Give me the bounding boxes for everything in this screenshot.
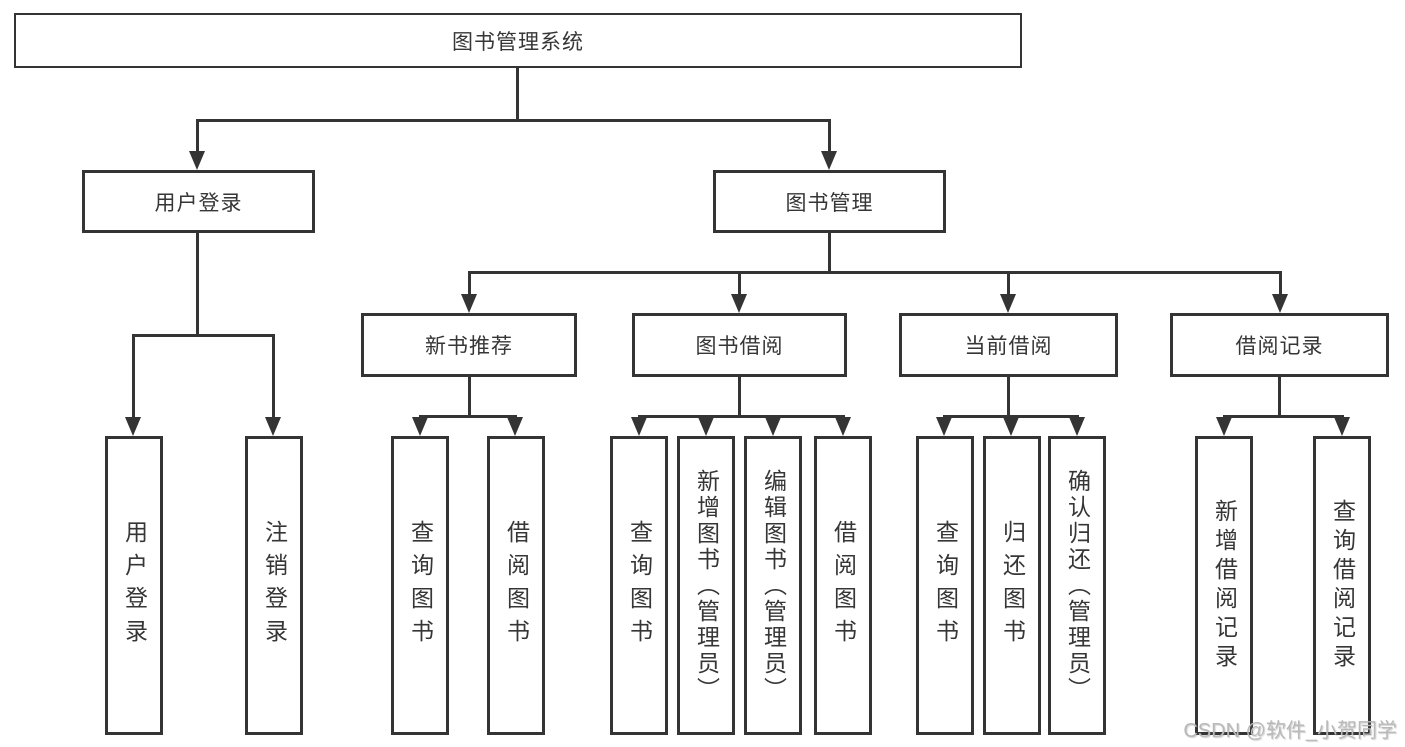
node-book-borrow-label: 图书借阅 (695, 335, 784, 358)
node-leaf-label: 编辑图书（管理员） (760, 468, 787, 703)
node-borrow-record-label: 借阅记录 (1235, 335, 1324, 358)
node-leaf-label: 注销登录 (261, 519, 288, 652)
node-user-login-label: 用户登录 (154, 191, 243, 215)
node-book-management: 图书管理 (713, 170, 946, 233)
connector-to-leaf-login (132, 334, 135, 421)
node-leaf-label: 用户登录 (121, 519, 148, 652)
node-leaf-query-borrow-record: 查询借阅记录 (1313, 436, 1371, 735)
node-new-book-recommend: 新书推荐 (361, 313, 577, 377)
connector-to-leaf-logout (272, 334, 275, 421)
arrowhead-to-leaf (936, 417, 952, 436)
node-leaf-add-book-admin: 新增图书（管理员） (677, 436, 735, 735)
node-leaf-edit-book-admin: 编辑图书（管理员） (744, 436, 802, 735)
node-leaf-label: 借阅图书 (503, 519, 530, 652)
node-leaf-label: 查询借阅记录 (1329, 498, 1356, 673)
arrowhead-to-book-borrow (731, 294, 747, 313)
node-leaf-query-book-1: 查询图书 (391, 436, 449, 735)
arrowhead-to-leaf-login (125, 417, 141, 436)
node-leaf-confirm-return-admin: 确认归还（管理员） (1048, 436, 1106, 735)
node-root-label: 图书管理系统 (452, 30, 584, 54)
node-leaf-label: 查询图书 (407, 519, 434, 652)
node-book-management-label: 图书管理 (785, 191, 874, 215)
connector-to-borrow-record (1279, 271, 1282, 298)
connector-user-login-branch (133, 334, 275, 337)
connector-new-book-recommend-stem (468, 377, 471, 418)
node-leaf-label: 新增图书（管理员） (693, 468, 720, 703)
node-leaf-return-book: 归还图书 (983, 436, 1041, 735)
connector-book-borrow-branch (638, 415, 844, 418)
connector-book-management-branch (468, 271, 1281, 274)
node-leaf-query-book-2: 查询图书 (610, 436, 668, 735)
node-user-login: 用户登录 (82, 170, 315, 233)
connector-book-management-stem (828, 233, 831, 274)
connector-to-current-borrow (1007, 271, 1010, 298)
csdn-watermark: CSDN @软件_小贺同学 (1183, 720, 1397, 742)
node-leaf-label: 确认归还（管理员） (1064, 468, 1091, 703)
node-leaf-add-borrow-record: 新增借阅记录 (1195, 436, 1253, 735)
arrowhead-to-leaf (835, 417, 851, 436)
arrowhead-to-leaf (698, 417, 714, 436)
arrowhead-to-borrow-record (1272, 294, 1288, 313)
arrowhead-to-user-login (189, 151, 205, 170)
connector-root-branch (197, 119, 831, 122)
node-new-book-recommend-label: 新书推荐 (425, 335, 513, 358)
connector-book-borrow-stem (738, 377, 741, 418)
connector-to-user-login (196, 119, 199, 155)
node-leaf-logout: 注销登录 (245, 436, 303, 735)
node-leaf-borrow-book-2: 借阅图书 (814, 436, 872, 735)
node-root: 图书管理系统 (14, 13, 1022, 68)
node-current-borrow: 当前借阅 (899, 313, 1118, 377)
connector-user-login-stem (196, 233, 199, 337)
arrowhead-to-new-book-recommend (461, 294, 477, 313)
node-current-borrow-label: 当前借阅 (964, 335, 1053, 358)
arrowhead-to-leaf (1069, 417, 1085, 436)
connector-root-stem (516, 68, 519, 121)
connector-to-new-book-recommend (468, 271, 471, 298)
connector-borrow-record-stem (1278, 377, 1281, 418)
node-leaf-user-login: 用户登录 (105, 436, 163, 735)
node-leaf-label: 查询图书 (626, 519, 653, 652)
node-leaf-query-book-3: 查询图书 (916, 436, 974, 735)
arrowhead-to-leaf (1216, 417, 1232, 436)
connector-to-book-borrow (738, 271, 741, 298)
node-leaf-label: 借阅图书 (830, 519, 857, 652)
node-leaf-label: 新增借阅记录 (1211, 498, 1238, 673)
arrowhead-to-leaf-logout (265, 417, 281, 436)
connector-borrow-record-branch (1223, 415, 1344, 418)
arrowhead-to-leaf (1003, 417, 1019, 436)
arrowhead-to-leaf (507, 417, 523, 436)
arrowhead-to-leaf (412, 417, 428, 436)
connector-new-book-recommend-branch (419, 415, 517, 418)
connector-current-borrow-stem (1007, 377, 1010, 418)
connector-to-book-management (828, 119, 831, 155)
arrowhead-to-leaf (631, 417, 647, 436)
arrowhead-to-current-borrow (1000, 294, 1016, 313)
node-book-borrow: 图书借阅 (632, 313, 847, 377)
node-leaf-label: 归还图书 (999, 519, 1026, 652)
arrowhead-to-leaf (1334, 417, 1350, 436)
node-borrow-record: 借阅记录 (1170, 313, 1389, 377)
node-leaf-label: 查询图书 (932, 519, 959, 652)
node-leaf-borrow-book-1: 借阅图书 (487, 436, 545, 735)
arrowhead-to-leaf (765, 417, 781, 436)
arrowhead-to-book-management (821, 151, 837, 170)
